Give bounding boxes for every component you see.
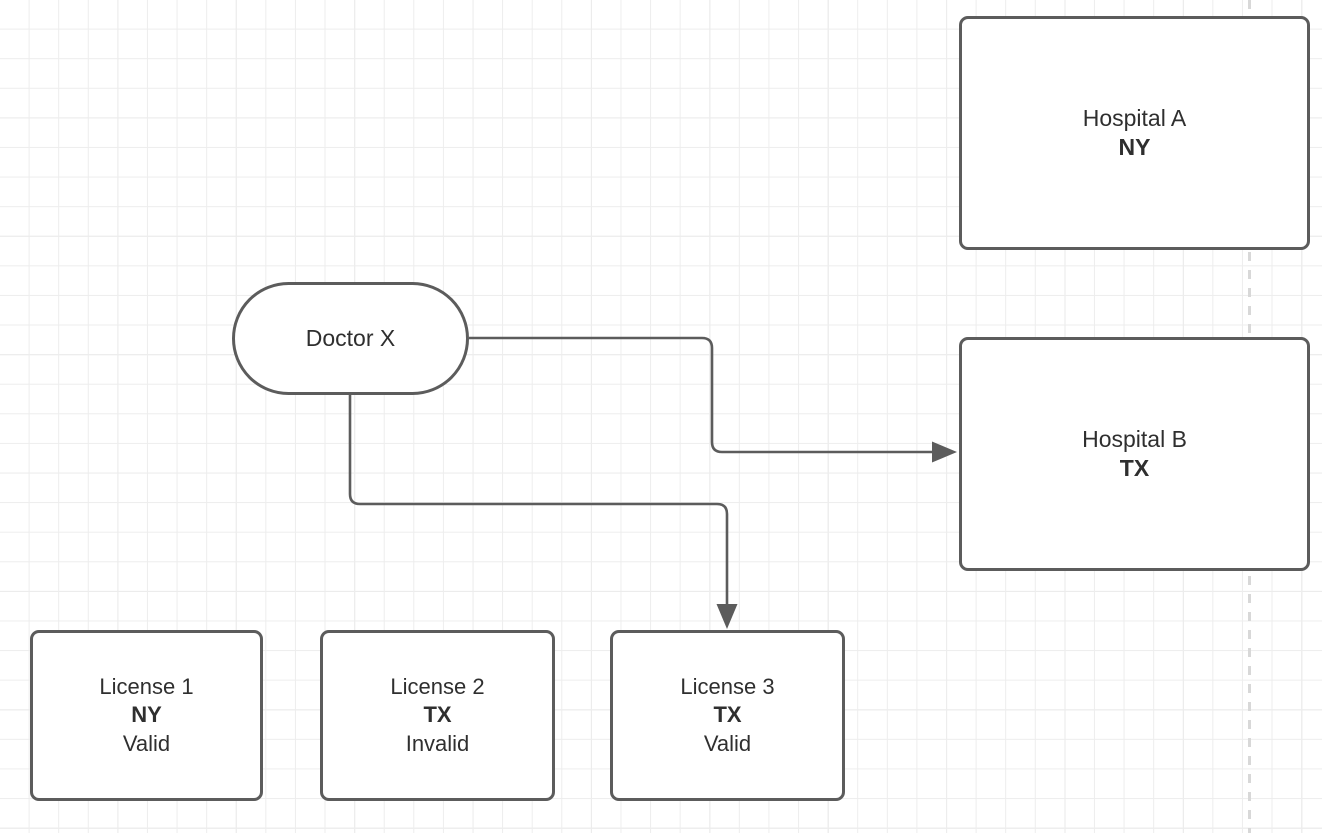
node-hospital-b[interactable]: Hospital B TX xyxy=(959,337,1310,571)
edge-doctor-x-to-hospital-b[interactable] xyxy=(469,336,936,454)
node-license-3-status: Valid xyxy=(703,730,752,756)
edge-doctor-x-to-license-3[interactable] xyxy=(348,395,729,608)
node-license-3-title: License 3 xyxy=(680,674,775,700)
node-hospital-a[interactable]: Hospital A NY xyxy=(959,16,1310,250)
node-license-1-status: Valid xyxy=(122,730,171,756)
arrowhead-to-hospital-b xyxy=(932,441,957,463)
node-hospital-b-state: TX xyxy=(1119,455,1150,481)
node-hospital-a-state: NY xyxy=(1118,134,1151,160)
node-license-2-status: Invalid xyxy=(405,730,470,756)
node-hospital-b-line-1: Hospital B xyxy=(1082,425,1187,452)
node-doctor-x[interactable]: Doctor X xyxy=(232,282,469,395)
node-license-3[interactable]: License 3 TX Valid xyxy=(610,630,845,801)
node-license-1-state: NY xyxy=(131,702,162,728)
arrowhead-to-license-3 xyxy=(716,604,738,629)
node-license-3-state: TX xyxy=(713,702,742,728)
node-license-1-title: License 1 xyxy=(99,674,194,700)
node-license-2-state: TX xyxy=(423,702,452,728)
node-hospital-a-line-1: Hospital A xyxy=(1082,104,1187,131)
node-license-2-title: License 2 xyxy=(390,674,485,700)
node-doctor-x-line-1: Doctor X xyxy=(305,324,396,351)
node-license-2[interactable]: License 2 TX Invalid xyxy=(320,630,555,801)
node-license-1[interactable]: License 1 NY Valid xyxy=(30,630,263,801)
